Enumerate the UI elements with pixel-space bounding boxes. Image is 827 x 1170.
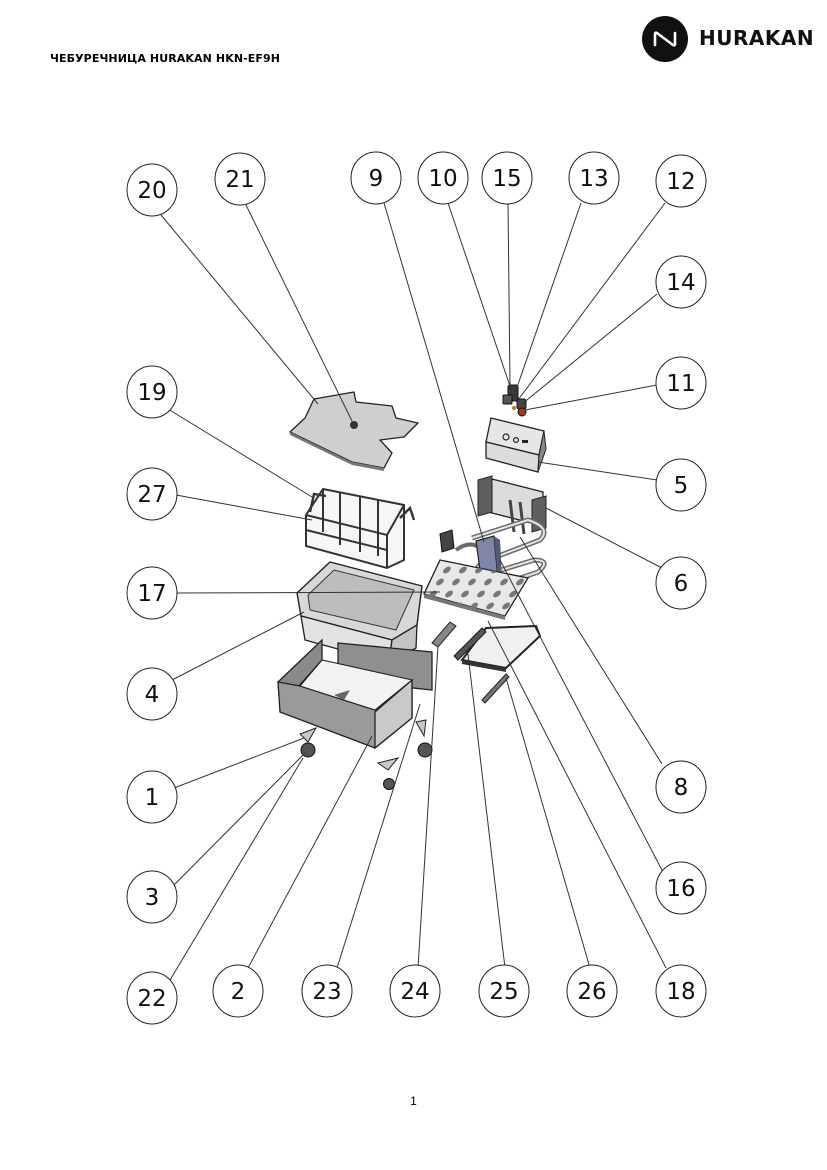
brand-logo: HURAKAN [642, 16, 815, 62]
callout-number: 22 [137, 986, 166, 1012]
callout-5: 5 [655, 458, 707, 512]
lid-plate [289, 391, 419, 471]
callout-number: 23 [312, 979, 341, 1005]
callout-22: 22 [126, 971, 178, 1025]
callout-number: 9 [369, 166, 384, 192]
brand-name: HURAKAN [699, 26, 815, 50]
callout-3: 3 [126, 870, 178, 924]
callout-number: 3 [145, 885, 160, 911]
callout-number: 12 [666, 169, 695, 195]
callout-number: 6 [674, 571, 689, 597]
callout-number: 1 [145, 785, 160, 811]
callout-11: 11 [655, 356, 707, 410]
callout-24: 24 [389, 964, 441, 1018]
callout-number: 21 [225, 167, 254, 193]
callout-number: 11 [666, 371, 695, 397]
callout-number: 18 [666, 979, 695, 1005]
callout-number: 2 [231, 979, 246, 1005]
callout-number: 14 [666, 270, 695, 296]
callout-4: 4 [126, 667, 178, 721]
callout-21: 21 [214, 152, 266, 206]
frying-basket [305, 487, 416, 570]
callout-14: 14 [655, 255, 707, 309]
callout-25: 25 [478, 964, 530, 1018]
callout-bubbles: 20 21 9 10 15 13 12 14 11 5 6 8 16 18 19… [126, 151, 707, 1025]
callout-number: 4 [145, 682, 160, 708]
callout-20: 20 [126, 163, 178, 217]
callout-26: 26 [566, 964, 618, 1018]
callout-number: 20 [137, 178, 166, 204]
sensor-plate [439, 529, 455, 553]
callout-8: 8 [655, 760, 707, 814]
callout-6: 6 [655, 556, 707, 610]
callout-23: 23 [301, 964, 353, 1018]
callout-number: 19 [137, 380, 166, 406]
leader-lines [160, 202, 667, 981]
callout-1: 1 [126, 770, 178, 824]
callout-number: 10 [428, 166, 457, 192]
callout-9: 9 [350, 151, 402, 205]
callout-number: 24 [400, 979, 429, 1005]
callout-2: 2 [212, 964, 264, 1018]
feet-and-brackets [299, 719, 433, 790]
drip-tray [460, 624, 542, 672]
callout-number: 25 [489, 979, 518, 1005]
callout-number: 13 [579, 166, 608, 192]
thermostat-knobs [502, 384, 527, 417]
callout-16: 16 [655, 861, 707, 915]
callout-number: 5 [674, 473, 689, 499]
control-box [485, 417, 547, 473]
callout-number: 17 [137, 581, 166, 607]
callout-number: 27 [137, 482, 166, 508]
rods-and-clips [431, 621, 510, 704]
callout-number: 8 [674, 775, 689, 801]
callout-19: 19 [126, 365, 178, 419]
page-number: 1 [410, 1094, 417, 1108]
housing-base [277, 638, 414, 750]
callout-18: 18 [655, 964, 707, 1018]
callout-15: 15 [481, 151, 533, 205]
document-title: ЧЕБУРЕЧНИЦА HURAKAN HKN-EF9H [50, 52, 281, 65]
callout-number: 16 [666, 876, 695, 902]
callout-17: 17 [126, 566, 178, 620]
callout-number: 26 [577, 979, 606, 1005]
callout-12: 12 [655, 154, 707, 208]
logo-mark-icon [642, 16, 688, 62]
callout-27: 27 [126, 467, 178, 521]
callout-13: 13 [568, 151, 620, 205]
callout-number: 15 [492, 166, 521, 192]
bottom-grid [423, 559, 530, 620]
callout-10: 10 [417, 151, 469, 205]
